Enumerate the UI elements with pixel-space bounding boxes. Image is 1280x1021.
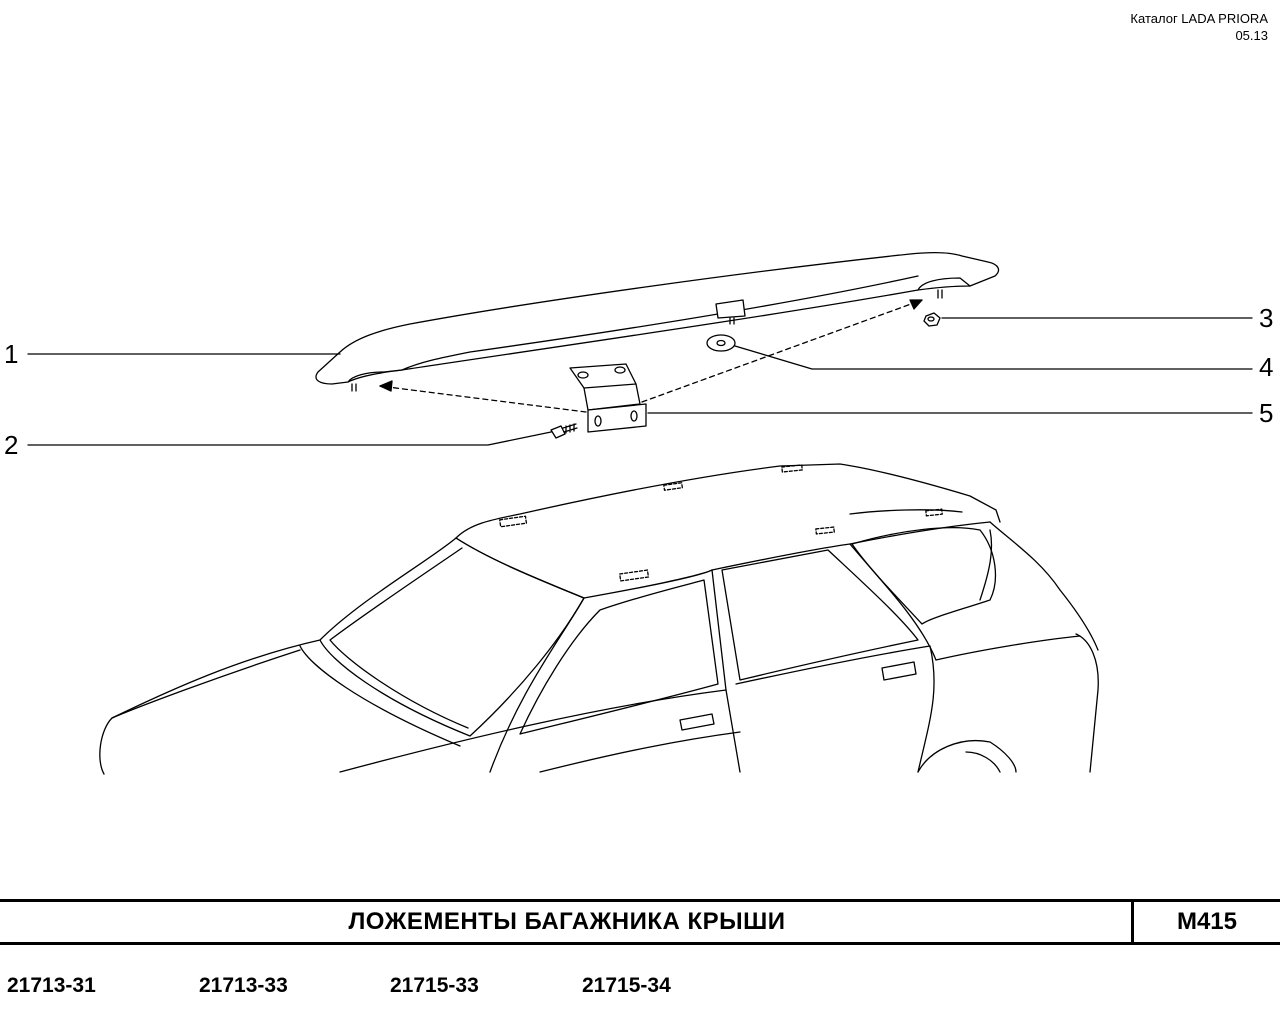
title-bar: ЛОЖЕМЕНТЫ БАГАЖНИКА КРЫШИ М415	[0, 899, 1280, 945]
section-code: М415	[1176, 908, 1238, 935]
catalog-header: Каталог LADA PRIORA 05.13	[1130, 10, 1268, 44]
callout-4: 4	[1259, 352, 1274, 382]
bracket	[569, 363, 647, 433]
catalog-date: 05.13	[1235, 28, 1268, 43]
model-code: 21713-31	[7, 974, 96, 997]
car-outline	[99, 463, 1099, 775]
callout-3: 3	[1259, 303, 1274, 333]
title-divider	[1131, 902, 1134, 942]
washer	[706, 334, 736, 352]
page-title: ЛОЖЕМЕНТЫ БАГАЖНИКА КРЫШИ	[348, 908, 786, 935]
model-code: 21713-33	[199, 974, 288, 997]
leader-lines	[27, 317, 1253, 446]
nut	[923, 312, 941, 327]
catalog-name: Каталог LADA PRIORA	[1130, 11, 1268, 26]
model-code: 21715-34	[582, 974, 671, 997]
callout-2: 2	[4, 430, 19, 460]
assembly-lines	[379, 299, 923, 413]
screw	[550, 423, 578, 439]
callout-1: 1	[4, 339, 19, 369]
roof-rail	[315, 252, 1000, 392]
model-code: 21715-33	[390, 974, 479, 997]
parts-drawing	[27, 252, 1253, 775]
callout-5: 5	[1259, 398, 1274, 428]
